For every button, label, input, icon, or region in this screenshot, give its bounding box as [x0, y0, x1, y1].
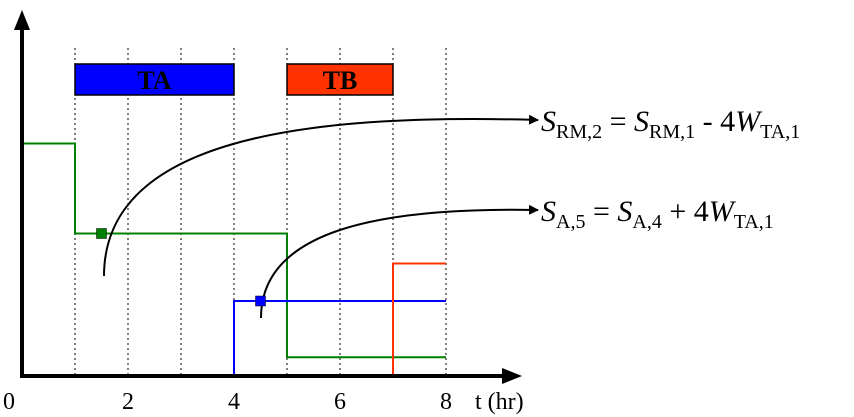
marker-green: [96, 228, 107, 239]
series-green-line: [22, 142, 446, 359]
x-axis-unit-label: t (hr): [475, 389, 524, 415]
eq2-term2-sub: TA,1: [734, 211, 774, 233]
task-tb-label: TB: [323, 66, 358, 95]
eq1-lhs: S: [541, 105, 556, 138]
time-grid: [74, 48, 447, 376]
equation-1: SRM,2 = SRM,1 - 4WTA,1: [541, 105, 800, 143]
x-tick-label: 6: [334, 389, 346, 415]
eq2-lhs: S: [541, 195, 556, 228]
annotation-arrow-eq1: [103, 114, 539, 277]
series-red-line: [392, 262, 446, 376]
y-axis-arrow-icon: [14, 10, 30, 30]
x-tick-label: 8: [440, 389, 452, 415]
eq2-operator: + 4: [662, 195, 709, 228]
x-tick-label: 4: [228, 389, 240, 415]
eq1-term1-sub: RM,1: [649, 121, 695, 143]
eq2-lhs-sub: A,5: [556, 211, 585, 233]
equation-2: SA,5 = SA,4 + 4WTA,1: [541, 195, 774, 233]
annotation-arrows: [103, 114, 539, 319]
x-tick-label: 2: [122, 389, 134, 415]
series-blue-line: [233, 300, 446, 376]
task-ta-label: TA: [137, 66, 171, 95]
task-tb-bar: [286, 63, 394, 96]
eq2-term1-sub: A,4: [632, 211, 661, 233]
x-tick-label: 0: [3, 389, 15, 415]
eq1-lhs-sub: RM,2: [556, 121, 602, 143]
eq1-term2-sub: TA,1: [760, 121, 800, 143]
eq2-term2: W: [709, 195, 737, 228]
x-axis-arrow-icon: [502, 368, 522, 384]
axes: [14, 10, 522, 384]
eq1-operator: - 4: [695, 105, 735, 138]
marker-blue: [255, 295, 266, 307]
annotation-arrow-eq2: [260, 204, 539, 319]
task-ta-bar: [74, 63, 235, 96]
equations: SRM,2 = SRM,1 - 4WTA,1 SA,5 = SA,4 + 4WT…: [541, 105, 800, 233]
eq1-term1: S: [634, 105, 649, 138]
eq2-term1: S: [617, 195, 632, 228]
eq2-equals: =: [585, 195, 617, 228]
resource-series: [22, 142, 446, 376]
eq1-equals: =: [602, 105, 634, 138]
state-markers: [96, 228, 266, 307]
eq1-term2: W: [735, 105, 763, 138]
task-bars: TA TB: [74, 63, 394, 96]
x-tick-labels: 0 2 4 6 8 t (hr): [3, 389, 524, 415]
